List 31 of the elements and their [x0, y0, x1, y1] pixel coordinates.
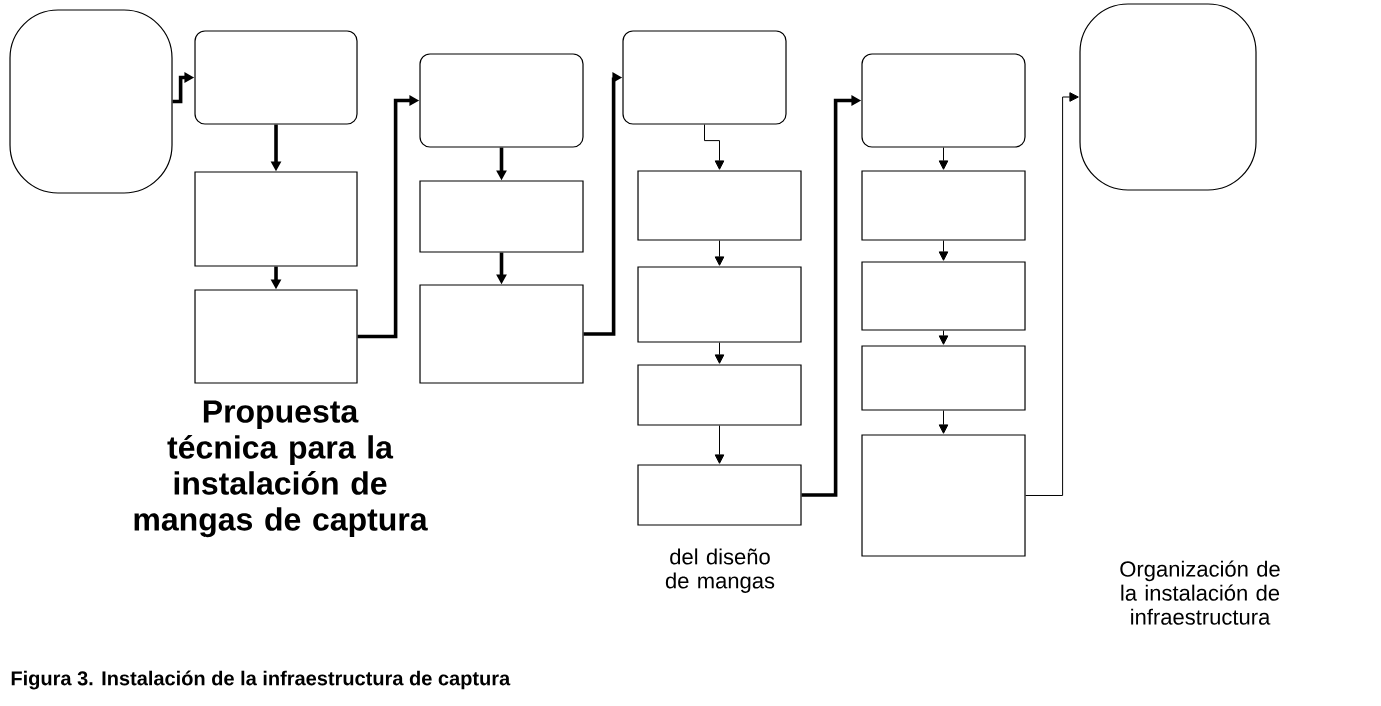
note-text: Organización de la instalación de infraestructura — [1120, 560, 1280, 625]
arrow — [938, 147, 949, 170]
process-box — [861, 261, 1026, 331]
figure-caption: Figura 3. Instalación de la infraestructura de captura — [11, 670, 511, 690]
process-box — [194, 289, 358, 384]
rounded-box — [194, 30, 358, 125]
process-box — [419, 180, 584, 253]
process-box — [194, 171, 358, 267]
rounded-box — [419, 53, 584, 148]
arrow — [938, 410, 949, 434]
process-box — [861, 345, 1026, 411]
arrow — [1025, 92, 1079, 496]
rounded-box — [1079, 3, 1257, 191]
process-box — [637, 364, 802, 426]
arrow — [704, 124, 725, 170]
rounded-box — [861, 53, 1026, 148]
process-box — [861, 170, 1026, 241]
rounded-box — [9, 9, 173, 194]
arrow — [938, 330, 949, 345]
process-box — [419, 284, 584, 384]
arrow — [938, 240, 949, 261]
process-box — [637, 170, 802, 241]
arrow — [714, 425, 725, 464]
process-box — [637, 464, 802, 526]
process-box — [637, 266, 802, 343]
process-box — [861, 434, 1026, 557]
arrow — [714, 240, 725, 266]
note-text: del diseño de mangas — [665, 548, 775, 593]
rounded-box — [622, 30, 787, 125]
arrow — [714, 342, 725, 364]
label-bold-heading: Propuesta técnica para la instalación de mangas de captura — [134, 400, 428, 538]
